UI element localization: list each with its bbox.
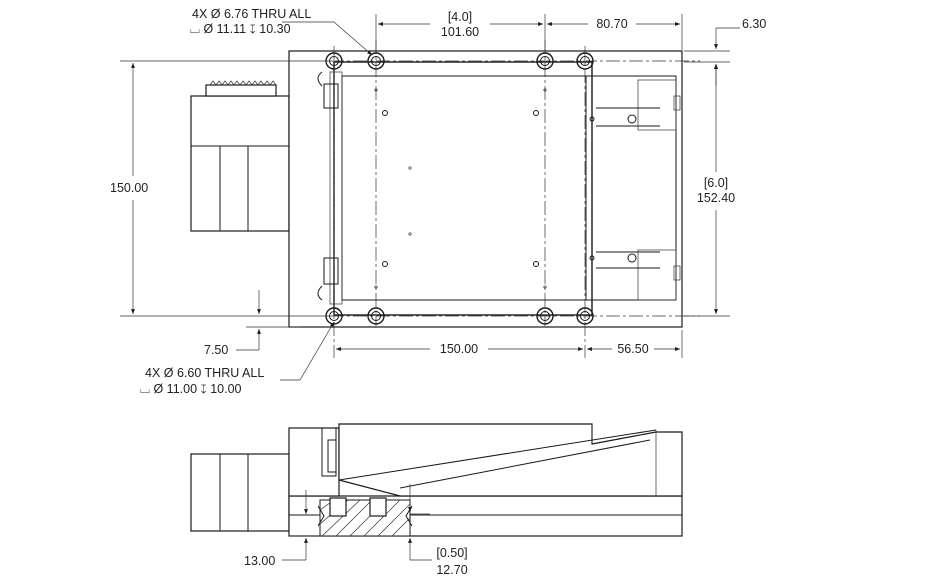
- dim-top-right: 80.70: [596, 17, 627, 31]
- dim-top-offset: 6.30: [742, 17, 766, 31]
- dim-side-gap-mm: 12.70: [436, 563, 467, 577]
- hole-set-a: [367, 52, 554, 325]
- dim-bottom-width: 150.00: [440, 342, 478, 356]
- top-view: [120, 14, 740, 381]
- motor-top: [190, 80, 290, 232]
- dim-bottom-right: 56.50: [617, 342, 648, 356]
- hole-callout-a-line1: 4X Ø 6.76 THRU ALL: [192, 7, 311, 21]
- dim-side-height: 13.00: [244, 554, 275, 568]
- dim-right-height-mm: 152.40: [697, 191, 735, 205]
- dim-left-height: 150.00: [110, 181, 148, 195]
- side-view: [190, 423, 683, 561]
- base-plate-top: [288, 50, 683, 328]
- hole-callout-b-line2: ⌴ Ø 11.00 ↧ 10.00: [140, 382, 242, 396]
- dim-bottom-left-offset: 7.50: [204, 343, 228, 357]
- dim-top-width-mm: 101.60: [441, 25, 479, 39]
- hole-set-b: [325, 52, 594, 325]
- cross-section: [317, 497, 413, 537]
- dim-top-width-in: [4.0]: [448, 10, 472, 24]
- hole-callout-a-line2: ⌴ Ø 11.11 ↧ 10.30: [190, 22, 291, 36]
- dim-right-height-in: [6.0]: [704, 176, 728, 190]
- dim-side-gap-in: [0.50]: [436, 546, 467, 560]
- hole-callout-b-line1: 4X Ø 6.60 THRU ALL: [145, 366, 264, 380]
